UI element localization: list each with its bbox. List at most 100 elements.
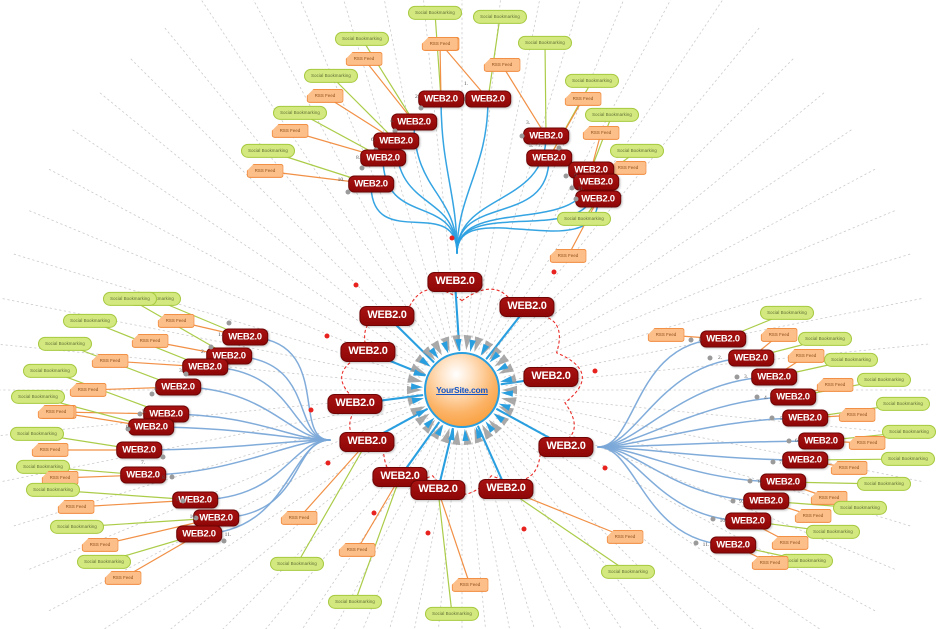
leaf-social-bookmarking[interactable]: Social Bookmarking [328,594,382,610]
leaf-social-bookmarking[interactable]: Social Bookmarking [425,606,479,622]
leaf-rss-feed[interactable]: RSS Feed [549,248,587,264]
right-branch-node-4[interactable]: WEB2.0 [770,388,816,406]
leaf-social-bookmarking[interactable]: Social Bookmarking [103,291,157,307]
leaf-social-bookmarking[interactable]: Social Bookmarking [824,352,878,368]
left-branch-node-8[interactable]: WEB2.0 [120,466,166,484]
leaf-rss-feed[interactable]: RSS Feed [816,377,854,393]
top-left-branch-node-4[interactable]: WEB2.0 [360,149,406,167]
leaf-rss-feed[interactable]: RSS Feed [483,57,521,73]
leaf-social-bookmarking[interactable]: Social Bookmarking [857,372,911,388]
top-left-branch-node-2[interactable]: WEB2.0 [391,113,437,131]
leaf-rss-feed[interactable]: RSS Feed [606,529,644,545]
leaf-rss-feed[interactable]: RSS Feed [760,327,798,343]
left-branch-node-3[interactable]: WEB2.0 [182,358,228,376]
right-branch-node-3[interactable]: WEB2.0 [751,368,797,386]
leaf-rss-feed[interactable]: RSS Feed [306,88,344,104]
right-branch-node-2[interactable]: WEB2.0 [728,349,774,367]
leaf-social-bookmarking[interactable]: Social Bookmarking [10,426,64,442]
leaf-social-bookmarking[interactable]: Social Bookmarking [270,556,324,572]
leaf-rss-feed[interactable]: RSS Feed [271,123,309,139]
inner-ring-node-8[interactable]: WEB2.0 [478,479,534,499]
leaf-rss-feed[interactable]: RSS Feed [848,435,886,451]
leaf-rss-feed[interactable]: RSS Feed [345,51,383,67]
leaf-social-bookmarking[interactable]: Social Bookmarking [518,35,572,51]
leaf-rss-feed[interactable]: RSS Feed [564,91,602,107]
inner-ring-node-3[interactable]: WEB2.0 [340,342,396,362]
leaf-rss-feed[interactable]: RSS Feed [104,570,142,586]
leaf-rss-feed[interactable]: RSS Feed [81,537,119,553]
inner-ring-node-1[interactable]: WEB2.0 [427,272,483,292]
leaf-rss-feed[interactable]: RSS Feed [338,542,376,558]
leaf-social-bookmarking[interactable]: Social Bookmarking [304,68,358,84]
inner-ring-node-7[interactable]: WEB2.0 [410,480,466,500]
right-branch-node-11[interactable]: WEB2.0 [710,536,756,554]
leaf-rss-feed[interactable]: RSS Feed [421,36,459,52]
center-hub[interactable]: YourSite.com [424,352,500,428]
leaf-rss-feed[interactable]: RSS Feed [69,382,107,398]
leaf-social-bookmarking[interactable]: Social Bookmarking [760,305,814,321]
leaf-rss-feed[interactable]: RSS Feed [751,555,789,571]
leaf-rss-feed[interactable]: RSS Feed [838,407,876,423]
right-branch-node-9[interactable]: WEB2.0 [743,492,789,510]
right-branch-node-5[interactable]: WEB2.0 [782,409,828,427]
leaf-rss-feed[interactable]: RSS Feed [771,535,809,551]
leaf-social-bookmarking[interactable]: Social Bookmarking [38,336,92,352]
leaf-social-bookmarking[interactable]: Social Bookmarking [241,143,295,159]
left-branch-node-5[interactable]: WEB2.0 [143,405,189,423]
leaf-social-bookmarking[interactable]: Social Bookmarking [876,396,930,412]
leaf-social-bookmarking[interactable]: Social Bookmarking [473,9,527,25]
inner-ring-node-4[interactable]: WEB2.0 [327,394,383,414]
right-branch-node-10[interactable]: WEB2.0 [725,512,771,530]
left-branch-node-7[interactable]: WEB2.0 [116,441,162,459]
right-branch-node-6[interactable]: WEB2.0 [798,432,844,450]
leaf-social-bookmarking[interactable]: Social Bookmarking [273,105,327,121]
leaf-social-bookmarking[interactable]: Social Bookmarking [806,524,860,540]
leaf-social-bookmarking[interactable]: Social Bookmarking [77,554,131,570]
inner-ring-node-9[interactable]: WEB2.0 [538,437,594,457]
leaf-rss-feed[interactable]: RSS Feed [787,348,825,364]
leaf-rss-feed[interactable]: RSS Feed [31,442,69,458]
leaf-rss-feed[interactable]: RSS Feed [451,577,489,593]
inner-ring-node-10[interactable]: WEB2.0 [523,367,579,387]
top-right-branch-node-3[interactable]: WEB2.0 [526,149,572,167]
top-left-branch-node-1[interactable]: WEB2.0 [418,90,464,108]
right-branch-node-8[interactable]: WEB2.0 [760,473,806,491]
leaf-social-bookmarking[interactable]: Social Bookmarking [50,519,104,535]
right-branch-node-1[interactable]: WEB2.0 [700,330,746,348]
top-left-branch-node-5[interactable]: WEB2.0 [348,175,394,193]
leaf-social-bookmarking[interactable]: Social Bookmarking [565,73,619,89]
leaf-rss-feed[interactable]: RSS Feed [246,163,284,179]
inner-ring-node-2[interactable]: WEB2.0 [359,306,415,326]
leaf-social-bookmarking[interactable]: Social Bookmarking [335,31,389,47]
leaf-social-bookmarking[interactable]: Social Bookmarking [16,459,70,475]
leaf-social-bookmarking[interactable]: Social Bookmarking [610,143,664,159]
inner-ring-node-5[interactable]: WEB2.0 [339,432,395,452]
leaf-social-bookmarking[interactable]: Social Bookmarking [833,500,887,516]
leaf-rss-feed[interactable]: RSS Feed [157,313,195,329]
leaf-social-bookmarking[interactable]: Social Bookmarking [881,451,935,467]
leaf-social-bookmarking[interactable]: Social Bookmarking [63,313,117,329]
left-branch-node-9[interactable]: WEB2.0 [172,491,218,509]
inner-ring-node-11[interactable]: WEB2.0 [499,297,555,317]
leaf-social-bookmarking[interactable]: Social Bookmarking [408,5,462,21]
leaf-rss-feed[interactable]: RSS Feed [57,499,95,515]
left-branch-node-10[interactable]: WEB2.0 [193,509,239,527]
leaf-social-bookmarking[interactable]: Social Bookmarking [601,564,655,580]
leaf-rss-feed[interactable]: RSS Feed [647,327,685,343]
leaf-rss-feed[interactable]: RSS Feed [91,353,129,369]
leaf-social-bookmarking[interactable]: Social Bookmarking [857,476,911,492]
top-right-branch-node-2[interactable]: WEB2.0 [523,127,569,145]
leaf-rss-feed[interactable]: RSS Feed [794,508,832,524]
top-right-branch-node-5[interactable]: WEB2.0 [573,173,619,191]
leaf-social-bookmarking[interactable]: Social Bookmarking [11,389,65,405]
leaf-social-bookmarking[interactable]: Social Bookmarking [585,107,639,123]
leaf-rss-feed[interactable]: RSS Feed [131,333,169,349]
leaf-social-bookmarking[interactable]: Social Bookmarking [798,331,852,347]
leaf-rss-feed[interactable]: RSS Feed [830,460,868,476]
leaf-social-bookmarking[interactable]: Social Bookmarking [882,424,936,440]
leaf-social-bookmarking[interactable]: Social Bookmarking [23,363,77,379]
top-right-branch-node-1[interactable]: WEB2.0 [465,90,511,108]
leaf-social-bookmarking[interactable]: Social Bookmarking [26,482,80,498]
top-left-branch-node-3[interactable]: WEB2.0 [373,132,419,150]
right-branch-node-7[interactable]: WEB2.0 [782,451,828,469]
